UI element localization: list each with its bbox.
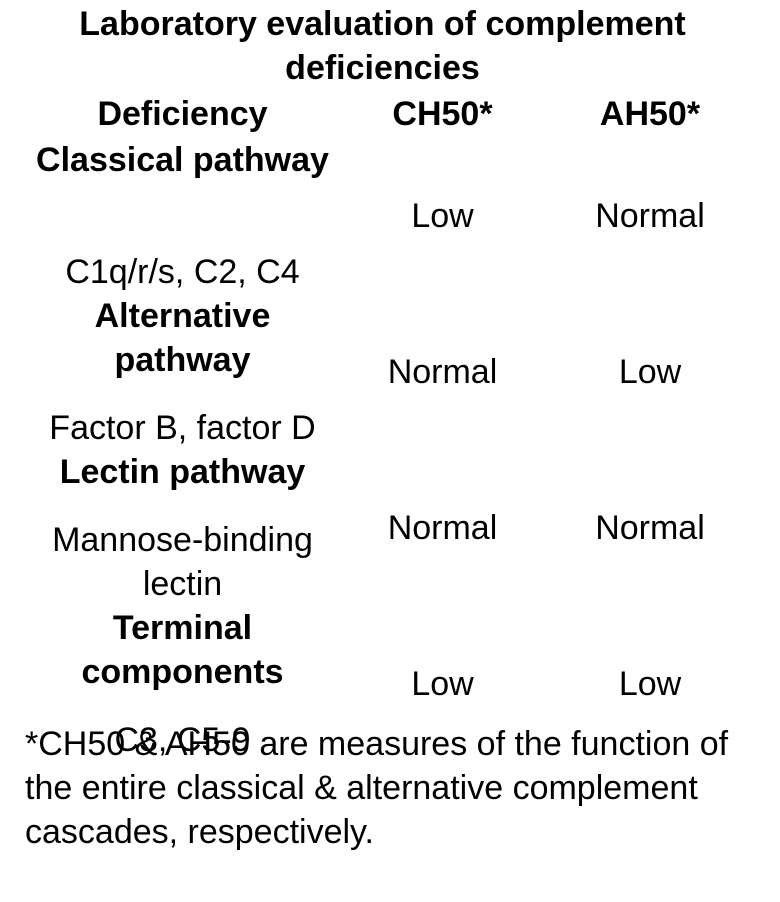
header-deficiency: Deficiency bbox=[97, 95, 268, 133]
group-items: Mannose-binding lectin bbox=[52, 521, 313, 603]
ch50-value: Normal bbox=[387, 509, 498, 547]
ah50-value: Low bbox=[618, 665, 682, 703]
ch50-value: Low bbox=[411, 197, 474, 235]
group-items: C1q/r/s, C2, C4 bbox=[65, 253, 300, 291]
deficiency-cell: Classical pathway C1q/r/s, C2, C4 bbox=[25, 138, 340, 294]
ah50-value: Low bbox=[618, 353, 682, 391]
header-ah50: AH50* bbox=[599, 95, 701, 133]
footnote: *CH50 & AH50 are measures of the functio… bbox=[25, 725, 729, 851]
table-row: Alternative pathway Factor B, factor D N… bbox=[25, 294, 755, 450]
group-name: Classical pathway bbox=[36, 141, 329, 179]
group-name: Alternative pathway bbox=[94, 297, 271, 379]
deficiency-cell: Alternative pathway Factor B, factor D bbox=[25, 294, 340, 450]
ch50-value: Normal bbox=[387, 353, 498, 391]
table-row: Terminal components C3, C5-9 Low Low bbox=[25, 606, 755, 762]
group-name: Lectin pathway bbox=[59, 453, 306, 491]
complement-deficiency-table: Deficiency CH50* AH50* Classical pathway… bbox=[25, 90, 755, 762]
deficiency-cell: Terminal components C3, C5-9 bbox=[25, 606, 340, 762]
group-items: Factor B, factor D bbox=[49, 409, 316, 447]
table-header-row: Deficiency CH50* AH50* bbox=[25, 90, 755, 138]
group-items: C3, C5-9 bbox=[114, 721, 251, 759]
header-ch50: CH50* bbox=[392, 95, 493, 133]
ch50-value: Low bbox=[411, 665, 474, 703]
page-title: Laboratory evaluation of complement defi… bbox=[79, 5, 686, 87]
table-row: Lectin pathway Mannose-binding lectin No… bbox=[25, 450, 755, 606]
table-row: Classical pathway C1q/r/s, C2, C4 Low No… bbox=[25, 138, 755, 294]
ah50-value: Normal bbox=[595, 509, 705, 547]
group-name: Terminal components bbox=[81, 609, 284, 691]
deficiency-cell: Lectin pathway Mannose-binding lectin bbox=[25, 450, 340, 606]
ah50-value: Normal bbox=[595, 197, 705, 235]
